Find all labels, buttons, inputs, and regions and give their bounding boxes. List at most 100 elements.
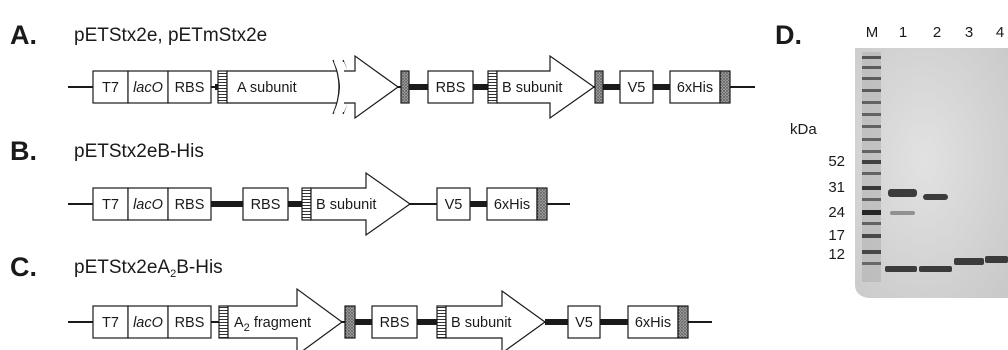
a-subunit-label: A subunit [237, 80, 297, 96]
v5-label: V5 [445, 197, 463, 213]
rbs-label: RBS [175, 315, 205, 331]
lane-label-m: M [866, 24, 879, 41]
lane-2-band-upper [923, 194, 948, 200]
ladder-band [862, 222, 881, 225]
ladder-band [862, 56, 881, 59]
t7-promoter-box [92, 70, 129, 104]
t7-label: T7 [102, 80, 119, 96]
rbs-label: RBS [436, 80, 466, 96]
marker-label-17: 17 [828, 227, 845, 244]
stop-codon-box [677, 305, 689, 339]
lane-label-1: 1 [899, 24, 907, 41]
ladder-band-17 [862, 234, 881, 238]
stop-codon-box [719, 70, 731, 104]
laco-label: lacO [133, 315, 163, 331]
b-subunit-arrow [310, 171, 412, 237]
a-subunit-arrowhead [344, 54, 400, 120]
stop-codon-box [400, 70, 410, 104]
signal-sequence-box [217, 70, 228, 104]
rbs-label: RBS [380, 315, 410, 331]
t7-promoter-box [92, 187, 129, 221]
panel-d-letter: D. [775, 20, 802, 50]
marker-label-24: 24 [828, 204, 845, 221]
panel-b-letter: B. [10, 136, 37, 166]
lane-4-band [985, 256, 1008, 263]
b-subunit-label: B subunit [316, 197, 376, 213]
his-label: 6xHis [677, 80, 713, 96]
t7-label: T7 [102, 197, 119, 213]
t7-label: T7 [102, 315, 119, 331]
marker-ladder [862, 52, 881, 282]
lane-label-2: 2 [933, 24, 941, 41]
ladder-band [862, 198, 881, 201]
lane-label-3: 3 [965, 24, 973, 41]
panel-a-letter: A. [10, 20, 37, 50]
his-tag-box [486, 187, 538, 221]
lane-2-band-lower [919, 266, 952, 272]
stop-codon-box [536, 187, 548, 221]
ladder-band [862, 125, 881, 128]
ladder-band [862, 150, 881, 153]
signal-sequence-box [436, 305, 447, 339]
ladder-band-52 [862, 160, 881, 164]
laco-label: lacO [133, 197, 163, 213]
laco-label: lacO [133, 80, 163, 96]
b-subunit-arrow [445, 289, 547, 350]
b-subunit-label: B subunit [451, 315, 511, 331]
ladder-band [862, 66, 881, 69]
b-subunit-arrow [496, 54, 596, 120]
ladder-band [862, 138, 881, 141]
break-mark [332, 59, 340, 115]
ladder-band [862, 262, 881, 265]
rbs-box [371, 305, 418, 339]
rbs-box [427, 70, 474, 104]
ladder-band [862, 101, 881, 104]
ladder-band [862, 113, 881, 116]
his-tag-box [627, 305, 679, 339]
stop-codon-box [344, 305, 356, 339]
ladder-band [862, 77, 881, 80]
lane-3-band [954, 258, 984, 265]
a2-fragment-arrow [227, 287, 344, 350]
lane-1-band-lower [885, 266, 917, 272]
panel-c-construct: pETStx2eA2B-His [74, 257, 223, 280]
stop-codon-box [594, 70, 604, 104]
lane-1-band-upper [888, 189, 917, 197]
rbs-box [167, 70, 212, 104]
his-label: 6xHis [494, 197, 530, 213]
gel-image [855, 48, 1008, 298]
panel-c-letter: C. [10, 252, 37, 282]
t7-promoter-box [92, 305, 129, 339]
lane-1-band-faint [890, 211, 915, 215]
v5-tag-box [619, 70, 654, 104]
lane-label-4: 4 [996, 24, 1004, 41]
panel-b-construct: pETStx2eB-His [74, 141, 204, 162]
panel-a-construct: pETStx2e, pETmStx2e [74, 25, 267, 46]
signal-sequence-box [301, 187, 312, 221]
panel-c: C. pETStx2eA2B-His T7 lacO RBS A2 fragme… [10, 252, 712, 350]
rbs-box [167, 187, 212, 221]
v5-label: V5 [575, 315, 593, 331]
rbs-label: RBS [251, 197, 281, 213]
sample-bands [885, 189, 1008, 272]
laco-box [127, 305, 169, 339]
panel-d: D. M 1 2 3 4 kDa 52 31 24 17 12 [775, 20, 1008, 298]
marker-label-12: 12 [828, 246, 845, 263]
rbs-box [242, 187, 289, 221]
ladder-band [862, 89, 881, 92]
a2-fragment-label: A2 fragment [234, 315, 311, 334]
signal-sequence-box [487, 70, 498, 104]
v5-tag-box [436, 187, 471, 221]
panel-b: B. pETStx2eB-His T7 lacO RBS RBS B subun… [10, 136, 570, 237]
rbs-label: RBS [175, 197, 205, 213]
signal-sequence-box [218, 305, 229, 339]
marker-label-31: 31 [828, 179, 845, 196]
kda-unit-label: kDa [790, 121, 817, 138]
marker-label-52: 52 [828, 153, 845, 170]
v5-tag-box [567, 305, 601, 339]
rbs-label: RBS [175, 80, 205, 96]
v5-label: V5 [628, 80, 646, 96]
his-label: 6xHis [635, 315, 671, 331]
rbs-box [167, 305, 212, 339]
